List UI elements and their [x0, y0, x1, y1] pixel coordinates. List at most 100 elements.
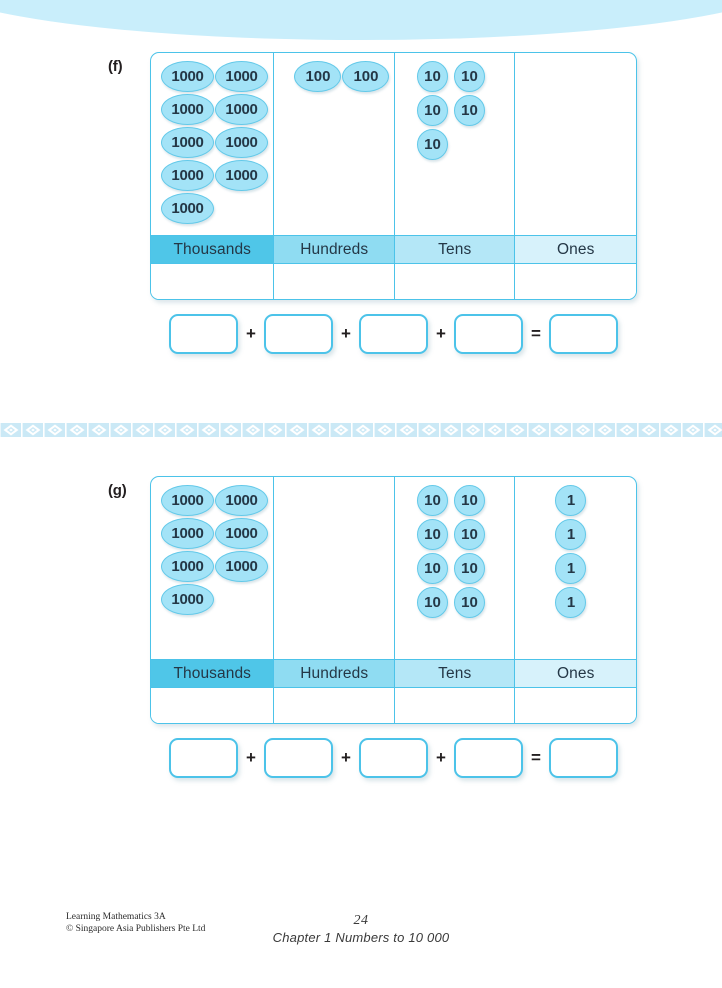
hundreds-column-g	[274, 477, 395, 659]
disc-1000: 1000	[161, 485, 214, 516]
table-header-row-f: Thousands Hundreds Tens Ones	[151, 235, 636, 264]
answer-cell-thousands-f[interactable]	[151, 264, 275, 299]
answer-cell-ones-f[interactable]	[515, 264, 636, 299]
disc-1000: 1000	[161, 193, 214, 224]
operator-plus-f-3: +	[436, 324, 446, 343]
decorative-divider	[0, 423, 722, 437]
equation-box-g-3[interactable]	[359, 738, 428, 778]
footer-book-title: Learning Mathematics 3A	[66, 912, 166, 922]
disc-1: 1	[555, 485, 587, 516]
disc-1000: 1000	[215, 518, 268, 549]
operator-plus-f-2: +	[341, 324, 351, 343]
answer-cell-ones-g[interactable]	[515, 688, 636, 723]
equation-box-g-1[interactable]	[169, 738, 238, 778]
header-tens-g: Tens	[394, 660, 516, 687]
disc-1000: 1000	[161, 551, 214, 582]
equation-box-g-total[interactable]	[549, 738, 618, 778]
disc-10: 10	[453, 553, 485, 584]
disc-1000: 1000	[215, 485, 268, 516]
table-header-row-g: Thousands Hundreds Tens Ones	[151, 659, 636, 688]
disc-1000: 1000	[161, 94, 214, 125]
disc-10: 10	[453, 61, 485, 92]
header-hundreds-g: Hundreds	[274, 660, 395, 687]
equation-box-f-4[interactable]	[454, 314, 523, 354]
equation-box-f-3[interactable]	[359, 314, 428, 354]
equation-box-g-2[interactable]	[264, 738, 333, 778]
disc-1: 1	[555, 587, 587, 618]
answer-cell-tens-g[interactable]	[394, 688, 516, 723]
top-banner-arc	[0, 0, 722, 40]
disc-1000: 1000	[161, 584, 214, 615]
equation-box-g-4[interactable]	[454, 738, 523, 778]
answer-cell-tens-f[interactable]	[394, 264, 516, 299]
disc-100: 100	[294, 61, 342, 92]
disc-1000: 1000	[215, 61, 268, 92]
equation-row-f: + + + =	[150, 314, 637, 354]
chapter-label: Chapter 1 Numbers to 10 000	[272, 930, 450, 945]
page-footer: Learning Mathematics 3A © Singapore Asia…	[0, 908, 722, 958]
disc-10: 10	[416, 61, 448, 92]
table-answer-row-f	[151, 264, 636, 299]
operator-equals-g: =	[531, 748, 541, 767]
disc-10: 10	[416, 553, 448, 584]
disc-10: 10	[453, 587, 485, 618]
disc-1: 1	[555, 553, 587, 584]
exercise-label-f: (f)	[108, 58, 123, 75]
footer-credits: Learning Mathematics 3A © Singapore Asia…	[66, 911, 205, 935]
disc-1000: 1000	[215, 94, 268, 125]
disc-10: 10	[416, 519, 448, 550]
answer-cell-hundreds-g[interactable]	[274, 688, 395, 723]
operator-plus-g-2: +	[341, 748, 351, 767]
equation-box-f-total[interactable]	[549, 314, 618, 354]
footer-center: 24 Chapter 1 Numbers to 10 000	[0, 913, 722, 945]
equation-row-g: + + + =	[150, 738, 637, 778]
header-thousands-g: Thousands	[151, 660, 275, 687]
disc-10: 10	[453, 519, 485, 550]
operator-plus-g-1: +	[246, 748, 256, 767]
operator-plus-g-3: +	[436, 748, 446, 767]
disc-1000: 1000	[215, 160, 268, 191]
disc-1000: 1000	[161, 61, 214, 92]
ones-column-f	[515, 53, 636, 235]
header-tens-f: Tens	[394, 236, 516, 263]
header-hundreds-f: Hundreds	[274, 236, 395, 263]
answer-cell-hundreds-f[interactable]	[274, 264, 395, 299]
disc-1000: 1000	[161, 518, 214, 549]
disc-100: 100	[342, 61, 390, 92]
disc-10: 10	[416, 129, 448, 160]
answer-cell-thousands-g[interactable]	[151, 688, 275, 723]
disc-10: 10	[416, 95, 448, 126]
disc-1000: 1000	[161, 160, 214, 191]
header-thousands-f: Thousands	[151, 236, 275, 263]
disc-10: 10	[453, 95, 485, 126]
disc-10: 10	[453, 485, 485, 516]
disc-10: 10	[416, 587, 448, 618]
equation-box-f-1[interactable]	[169, 314, 238, 354]
disc-1000: 1000	[161, 127, 214, 158]
operator-plus-f-1: +	[246, 324, 256, 343]
equation-box-f-2[interactable]	[264, 314, 333, 354]
disc-10: 10	[416, 485, 448, 516]
operator-equals-f: =	[531, 324, 541, 343]
exercise-label-g: (g)	[108, 482, 127, 499]
table-answer-row-g	[151, 688, 636, 723]
header-ones-f: Ones	[515, 236, 636, 263]
header-ones-g: Ones	[515, 660, 636, 687]
